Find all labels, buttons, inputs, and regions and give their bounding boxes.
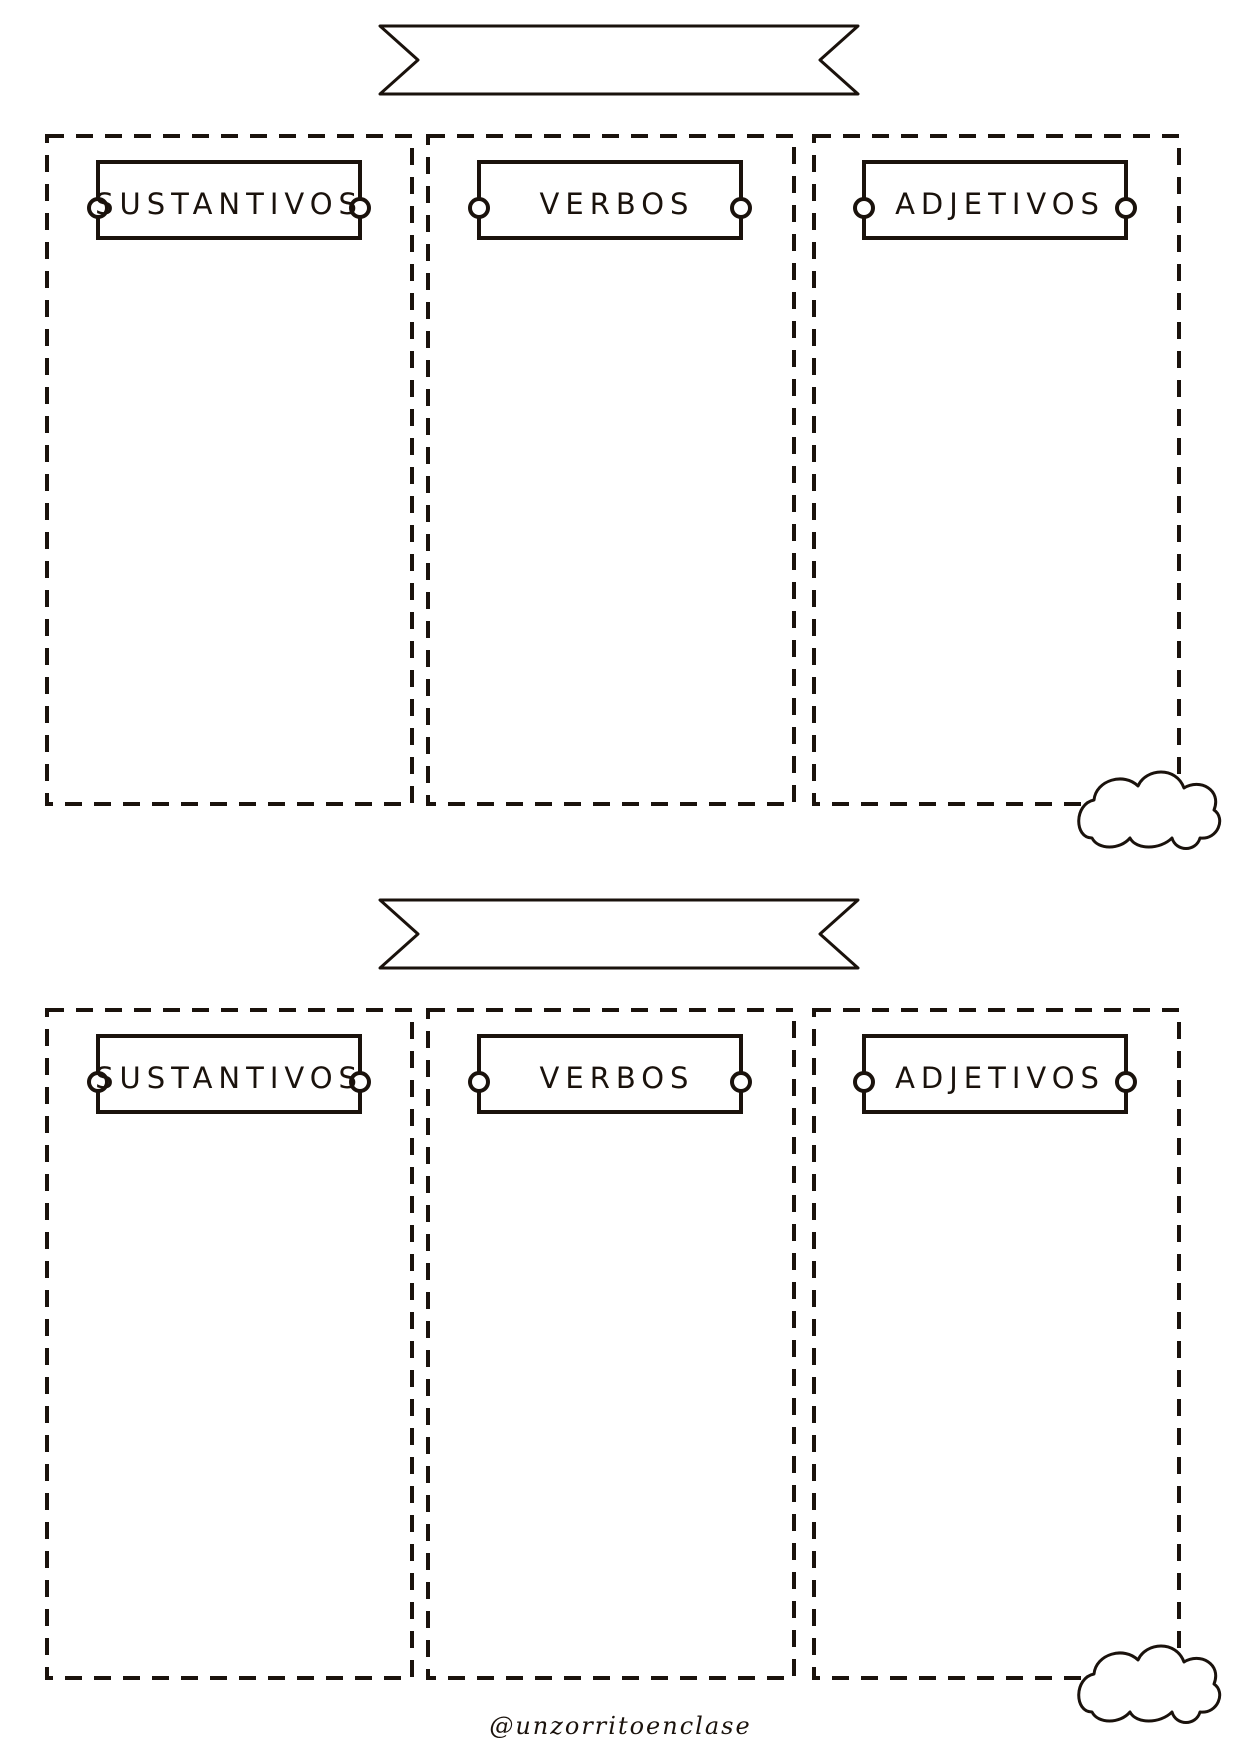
- rivet-icon: [730, 1071, 752, 1093]
- label-adjetivos: ADJETIVOS: [895, 187, 1105, 221]
- rivet-icon: [853, 1071, 875, 1093]
- rivet-icon: [468, 197, 490, 219]
- rivet-icon: [1115, 197, 1137, 219]
- worksheet-1-drawing: SUSTANTIVOS VERBOS ADJETIVOS: [45, 24, 1222, 850]
- cloud-icon: [1077, 1644, 1222, 1724]
- label-plate-verbos: VERBOS: [468, 1034, 752, 1114]
- column-box-sustantivos[interactable]: [45, 1008, 414, 1680]
- label-adjetivos: ADJETIVOS: [895, 1061, 1105, 1095]
- title-banner[interactable]: [378, 898, 860, 970]
- label-plate-verbos: VERBOS: [468, 160, 752, 240]
- rivet-icon: [853, 197, 875, 219]
- column-box-adjetivos[interactable]: [812, 134, 1181, 806]
- label-plate-adjetivos: ADJETIVOS: [853, 1034, 1137, 1114]
- title-banner[interactable]: [378, 24, 860, 96]
- rivet-icon: [87, 197, 109, 219]
- cloud-icon: [1077, 770, 1222, 850]
- column-box-verbos[interactable]: [426, 1008, 796, 1680]
- rivet-icon: [468, 1071, 490, 1093]
- rivet-icon: [349, 197, 371, 219]
- label-sustantivos: SUSTANTIVOS: [95, 187, 363, 221]
- label-sustantivos: SUSTANTIVOS: [95, 1061, 363, 1095]
- rivet-icon: [87, 1071, 109, 1093]
- rivet-icon: [349, 1071, 371, 1093]
- column-box-adjetivos[interactable]: [812, 1008, 1181, 1680]
- label-verbos: VERBOS: [540, 187, 695, 221]
- footer-credit: @unzorritoenclase: [489, 1712, 752, 1740]
- label-plate-sustantivos: SUSTANTIVOS: [87, 1034, 371, 1114]
- label-plate-adjetivos: ADJETIVOS: [853, 160, 1137, 240]
- rivet-icon: [1115, 1071, 1137, 1093]
- worksheet-2: SUSTANTIVOS VERBOS ADJETIVOS: [0, 874, 1241, 1754]
- label-plate-sustantivos: SUSTANTIVOS: [87, 160, 371, 240]
- column-box-sustantivos[interactable]: [45, 134, 414, 806]
- label-verbos: VERBOS: [540, 1061, 695, 1095]
- worksheet-2-drawing: SUSTANTIVOS VERBOS ADJETIVOS: [45, 898, 1222, 1724]
- column-box-verbos[interactable]: [426, 134, 796, 806]
- rivet-icon: [730, 197, 752, 219]
- worksheet-1: SUSTANTIVOS VERBOS ADJETIVOS: [45, 24, 1222, 850]
